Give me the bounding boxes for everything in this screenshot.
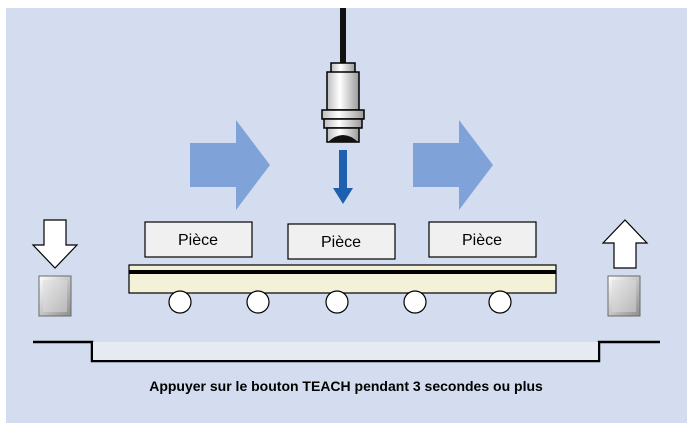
flow-arrow-right: [413, 120, 493, 210]
conveyor-rollers: [168, 290, 512, 314]
arrow-up-icon: [601, 219, 649, 269]
caption: Appuyer sur le bouton TEACH pendant 3 se…: [149, 378, 543, 394]
roller: [168, 290, 192, 314]
teach-button-icon: [38, 275, 72, 317]
teach-button-icon-released: [607, 275, 641, 317]
flow-arrow-left: [190, 120, 270, 210]
part-2: Pièce: [287, 223, 396, 260]
conveyor-belt: [128, 264, 557, 294]
part-1: Pièce: [144, 221, 253, 258]
roller: [246, 290, 270, 314]
part-3: Pièce: [428, 221, 537, 258]
roller: [488, 290, 512, 314]
roller: [403, 290, 427, 314]
proximity-sensor-icon: [321, 62, 365, 143]
arrow-down-icon: [31, 219, 79, 269]
sensor-cable: [340, 8, 346, 66]
sensor-beam-arrow: [333, 150, 353, 204]
part-3-label: Pièce: [462, 232, 502, 249]
timing-signal: [33, 340, 660, 363]
roller: [325, 290, 349, 314]
part-2-label: Pièce: [321, 234, 361, 251]
part-1-label: Pièce: [178, 232, 218, 249]
timing-pulse-fill: [93, 342, 598, 360]
